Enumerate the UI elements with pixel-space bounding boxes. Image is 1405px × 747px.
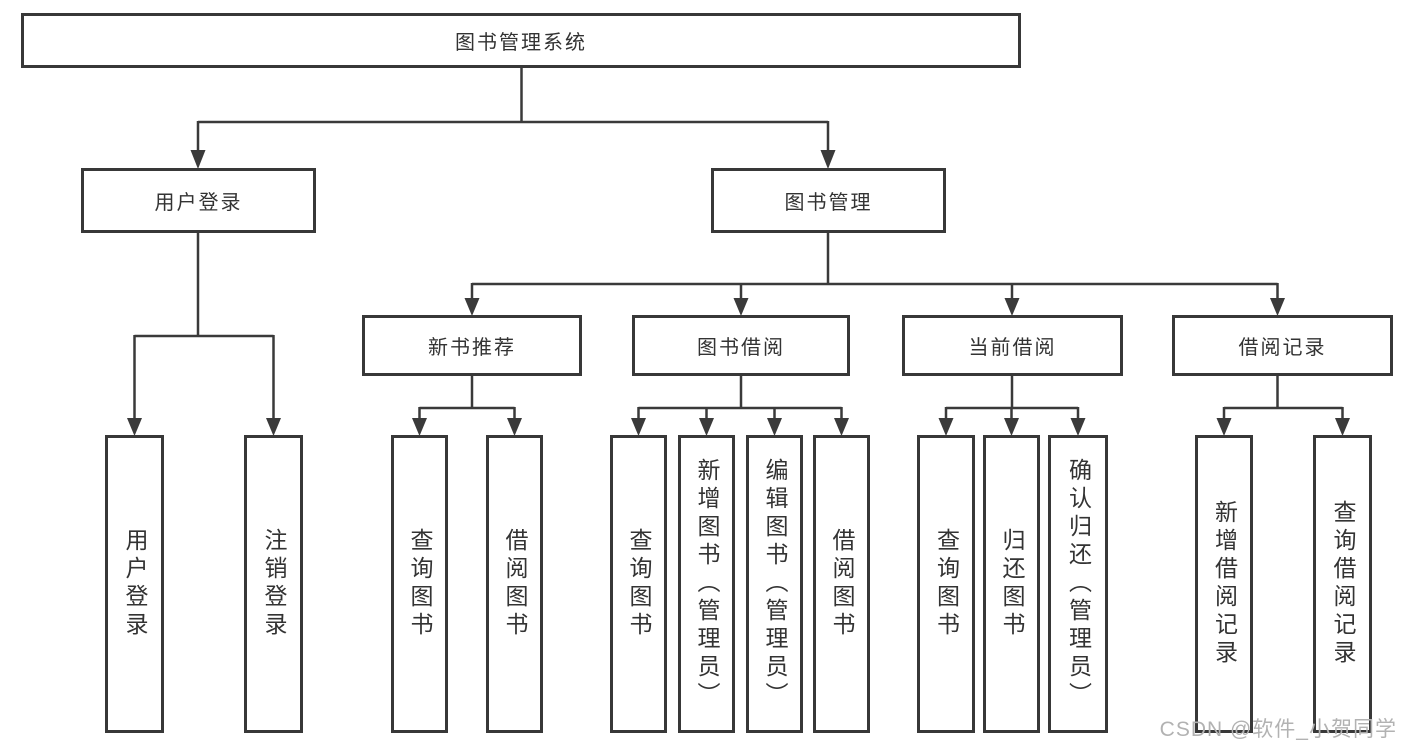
arrow-down-icon xyxy=(767,418,782,436)
arrow-down-icon xyxy=(699,418,714,436)
arrow-down-icon xyxy=(820,150,836,169)
arrow-down-icon xyxy=(1004,418,1019,436)
arrow-down-icon xyxy=(1335,418,1350,436)
arrow-down-icon xyxy=(631,418,646,436)
leaf-newbook-query: 查询图书 xyxy=(391,435,448,733)
node-system-root: 图书管理系统 xyxy=(21,13,1021,68)
node-book-borrow: 图书借阅 xyxy=(632,315,850,376)
leaf-records-query: 查询借阅记录 xyxy=(1313,435,1372,733)
arrow-down-icon xyxy=(266,418,281,436)
arrow-down-icon xyxy=(412,418,427,436)
arrow-down-icon xyxy=(1216,418,1232,436)
leaf-current-confirm-admin: 确认归还（管理员） xyxy=(1048,435,1108,733)
arrow-down-icon xyxy=(507,418,522,436)
node-current-borrow: 当前借阅 xyxy=(902,315,1123,376)
arrow-down-icon xyxy=(1070,418,1086,436)
arrow-down-icon xyxy=(733,298,749,316)
arrow-down-icon xyxy=(938,418,954,436)
watermark-text: CSDN @软件_小贺同学 xyxy=(1159,718,1397,741)
leaf-newbook-borrow: 借阅图书 xyxy=(486,435,543,733)
arrow-down-icon xyxy=(1270,298,1285,316)
leaf-borrow-edit-admin: 编辑图书（管理员） xyxy=(746,435,803,733)
arrow-down-icon xyxy=(834,418,849,436)
arrowhead-icons xyxy=(127,150,1350,436)
leaf-current-return: 归还图书 xyxy=(983,435,1040,733)
leaf-current-query: 查询图书 xyxy=(917,435,975,733)
node-new-book-recommend: 新书推荐 xyxy=(362,315,582,376)
node-user-login: 用户登录 xyxy=(81,168,316,233)
node-book-management: 图书管理 xyxy=(711,168,946,233)
leaf-user-login: 用户登录 xyxy=(105,435,164,733)
arrow-down-icon xyxy=(127,418,142,436)
leaf-records-add: 新增借阅记录 xyxy=(1195,435,1253,733)
arrow-down-icon xyxy=(190,150,206,169)
connector-path xyxy=(133,68,1344,420)
leaf-borrow-query: 查询图书 xyxy=(610,435,667,733)
leaf-logout: 注销登录 xyxy=(244,435,303,733)
arrow-down-icon xyxy=(1004,298,1020,316)
arrow-down-icon xyxy=(464,298,480,316)
leaf-borrow-book: 借阅图书 xyxy=(813,435,870,733)
node-borrow-records: 借阅记录 xyxy=(1172,315,1393,376)
leaf-borrow-add-admin: 新增图书（管理员） xyxy=(678,435,735,733)
